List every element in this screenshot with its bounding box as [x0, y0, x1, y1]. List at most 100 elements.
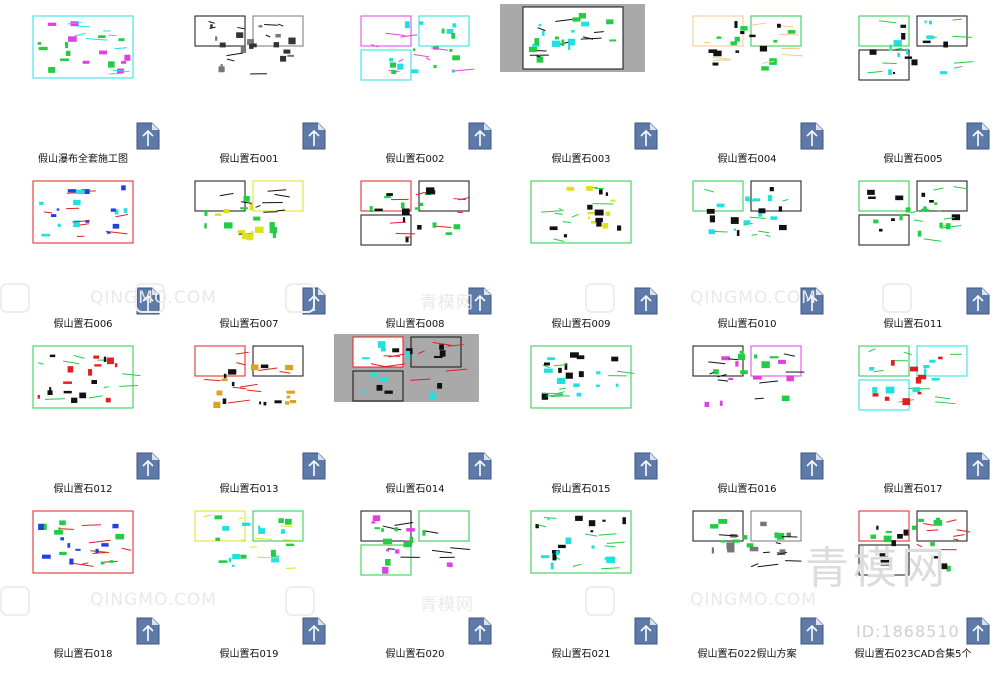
- file-name-label[interactable]: 假山置石023CAD合集5个: [854, 649, 972, 660]
- file-item[interactable]: 假山置石013: [166, 330, 332, 495]
- cad-thumbnail[interactable]: [20, 6, 146, 88]
- cad-file-icon: [302, 452, 326, 480]
- cad-thumbnail[interactable]: [850, 336, 976, 418]
- cad-thumbnail[interactable]: [352, 6, 478, 88]
- drawing-line: [237, 26, 245, 30]
- file-item[interactable]: 假山置石011: [830, 165, 996, 330]
- drawing-line: [433, 225, 452, 228]
- file-item[interactable]: 假山置石023CAD合集5个: [830, 495, 996, 660]
- cad-thumbnail[interactable]: [684, 6, 810, 88]
- file-item[interactable]: 假山置石004: [664, 0, 830, 165]
- cad-thumbnail[interactable]: [20, 171, 146, 253]
- drawing-mark: [544, 362, 550, 366]
- file-item[interactable]: 假山置石020: [332, 495, 498, 660]
- cad-thumbnail[interactable]: [684, 336, 810, 418]
- file-name-label[interactable]: 假山置石021: [551, 649, 611, 660]
- cad-thumbnail[interactable]: [186, 6, 312, 88]
- drawing-mark: [42, 554, 51, 559]
- cad-thumbnail[interactable]: [186, 336, 312, 418]
- file-item[interactable]: 假山置石010: [664, 165, 830, 330]
- file-name-label[interactable]: 假山置石020: [385, 649, 445, 660]
- drawing-mark: [220, 64, 223, 68]
- file-name-label[interactable]: 假山置石010: [717, 319, 777, 330]
- file-name-label[interactable]: 假山置石006: [53, 319, 113, 330]
- file-name-label[interactable]: 假山置石005: [883, 154, 943, 165]
- cad-thumbnail[interactable]: [850, 501, 976, 583]
- file-item[interactable]: 假山置石014: [332, 330, 498, 495]
- drawing-frame: [360, 510, 412, 542]
- file-name-label[interactable]: 假山置石022假山方案: [697, 649, 797, 660]
- cad-thumbnail[interactable]: [334, 334, 479, 402]
- cad-thumbnail[interactable]: [352, 171, 478, 253]
- cad-thumbnail[interactable]: [684, 171, 810, 253]
- drawing-mark: [608, 39, 616, 42]
- file-item[interactable]: 假山置石012: [0, 330, 166, 495]
- drawing-frame: [916, 15, 968, 47]
- cad-drawing-preview: [352, 336, 467, 402]
- cad-thumbnail[interactable]: [684, 501, 810, 583]
- file-name-label[interactable]: 假山置石015: [551, 484, 611, 495]
- file-item[interactable]: 假山置石005: [830, 0, 996, 165]
- drawing-mark: [556, 377, 566, 385]
- drawing-line: [750, 563, 759, 568]
- drawing-mark: [547, 357, 555, 361]
- drawing-line: [241, 201, 253, 204]
- file-item[interactable]: 假山置石008: [332, 165, 498, 330]
- drawing-frame: [750, 345, 802, 377]
- drawing-line: [916, 543, 923, 548]
- file-name-label[interactable]: 假山置石003: [551, 154, 611, 165]
- file-name-label[interactable]: 假山置石014: [385, 484, 445, 495]
- drawing-mark: [555, 550, 559, 555]
- cad-thumbnail[interactable]: [500, 4, 645, 72]
- cad-thumbnail[interactable]: [850, 6, 976, 88]
- file-item[interactable]: 假山置石016: [664, 330, 830, 495]
- file-name-label[interactable]: 假山置石019: [219, 649, 279, 660]
- file-item[interactable]: 假山置石002: [332, 0, 498, 165]
- file-item[interactable]: 假山置石021: [498, 495, 664, 660]
- file-item[interactable]: 假山瀑布全套施工图: [0, 0, 166, 165]
- cad-thumbnail[interactable]: [850, 171, 976, 253]
- file-item[interactable]: 假山置石022假山方案: [664, 495, 830, 660]
- file-item[interactable]: 假山置石001: [166, 0, 332, 165]
- drawing-mark: [237, 230, 246, 234]
- file-name-label[interactable]: 假山置石008: [385, 319, 445, 330]
- cad-thumbnail[interactable]: [186, 171, 312, 253]
- drawing-mark: [449, 565, 453, 568]
- cad-thumbnail[interactable]: [518, 171, 644, 253]
- cad-thumbnail[interactable]: [20, 336, 146, 418]
- file-name-label[interactable]: 假山置石007: [219, 319, 279, 330]
- file-name-label[interactable]: 假山置石001: [219, 154, 279, 165]
- drawing-mark: [929, 199, 934, 203]
- file-name-label[interactable]: 假山置石004: [717, 154, 777, 165]
- file-name-label[interactable]: 假山置石011: [883, 319, 943, 330]
- drawing-mark: [890, 360, 895, 366]
- cad-thumbnail[interactable]: [20, 501, 146, 583]
- file-name-label[interactable]: 假山置石016: [717, 484, 777, 495]
- file-name-label[interactable]: 假山置石013: [219, 484, 279, 495]
- cad-thumbnail[interactable]: [352, 501, 478, 583]
- file-name-label[interactable]: 假山置石012: [53, 484, 113, 495]
- cad-thumbnail[interactable]: [186, 501, 312, 583]
- drawing-mark: [361, 357, 370, 360]
- drawing-mark: [114, 363, 118, 368]
- file-item[interactable]: 假山置石009: [498, 165, 664, 330]
- file-name-label[interactable]: 假山置石018: [53, 649, 113, 660]
- file-item[interactable]: 假山置石018: [0, 495, 166, 660]
- file-name-label[interactable]: 假山置石009: [551, 319, 611, 330]
- file-item[interactable]: 假山置石017: [830, 330, 996, 495]
- file-name-label[interactable]: 假山置石002: [385, 154, 445, 165]
- file-name-label[interactable]: 假山置石017: [883, 484, 943, 495]
- drawing-line: [208, 21, 215, 24]
- file-item[interactable]: 假山置石006: [0, 165, 166, 330]
- file-item[interactable]: 假山置石003: [498, 0, 664, 165]
- file-item[interactable]: 假山置石007: [166, 165, 332, 330]
- drawing-mark: [39, 201, 44, 205]
- cad-thumbnail[interactable]: [518, 336, 644, 418]
- cad-thumbnail[interactable]: [518, 501, 644, 583]
- file-item[interactable]: 假山置石015: [498, 330, 664, 495]
- drawing-mark: [449, 48, 453, 52]
- drawing-mark: [222, 525, 230, 531]
- file-name-label[interactable]: 假山瀑布全套施工图: [38, 154, 128, 165]
- file-item[interactable]: 假山置石019: [166, 495, 332, 660]
- drawing-mark: [576, 392, 581, 397]
